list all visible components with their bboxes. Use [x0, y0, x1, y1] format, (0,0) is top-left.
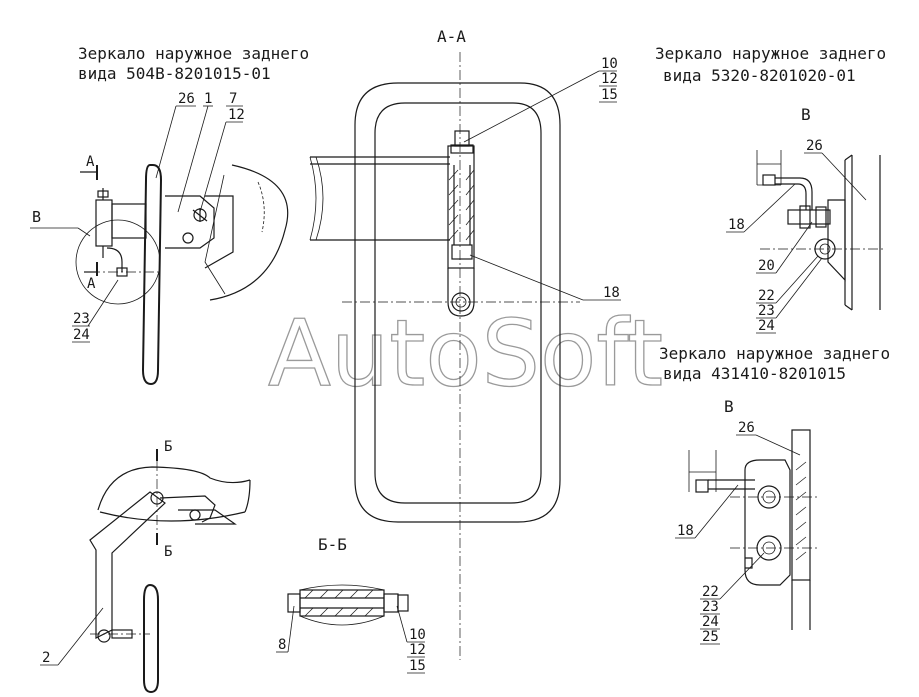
callout-7: 7: [229, 91, 237, 107]
title-right-top-line1: Зеркало наружное заднего: [655, 44, 886, 63]
callout-23-left: 23: [73, 311, 90, 327]
left-bottom-mirror: [143, 583, 159, 694]
section-bb-view: [287, 584, 409, 626]
section-aa-view: [309, 52, 580, 660]
callout-18-top: 18: [728, 217, 745, 233]
left-callouts: 26 1 7 12 23 24: [72, 91, 245, 343]
callout-10-aa: 10: [601, 56, 618, 72]
callout-18-mid: 18: [677, 523, 694, 539]
callout-23-top: 23: [758, 303, 775, 319]
callout-12-aa: 12: [601, 71, 618, 87]
bracket-arm-2: [89, 491, 166, 639]
view-b-top-callouts: 26 18 20 22 23 24: [726, 138, 867, 334]
callout-10-bb: 10: [409, 627, 426, 643]
view-b-mid-callouts: 26 18 22 23 24 25: [675, 420, 801, 645]
view-b-mid: [688, 429, 820, 630]
callout-12-left: 12: [228, 107, 245, 123]
detail-circle-b: [75, 219, 161, 305]
callout-24-mid: 24: [702, 614, 719, 630]
aa-mirror-inner: [374, 102, 542, 504]
callout-26-mid: 26: [738, 420, 755, 436]
cut-b-top: Б: [164, 439, 172, 455]
left-mirror-body: [141, 164, 163, 386]
title-right-mid-line1: Зеркало наружное заднего: [659, 344, 890, 363]
left-bracket-block: [111, 203, 147, 239]
callout-15-aa: 15: [601, 87, 618, 103]
view-label-b-left: В: [32, 208, 41, 226]
view-label-b-top: В: [801, 105, 811, 124]
left-mirror-assembly: А А В: [30, 154, 215, 386]
aa-mirror-outer: [354, 82, 561, 523]
left-cab-breakout: [204, 164, 289, 301]
callout-20-top: 20: [758, 258, 775, 274]
title-right-top-line2: вида 5320-8201020-01: [663, 66, 856, 85]
callout-8: 8: [278, 637, 286, 653]
section-label-bb: Б-Б: [318, 535, 347, 554]
section-label-aa: А-А: [437, 27, 466, 46]
callout-25-mid: 25: [702, 629, 719, 645]
cut-a-top: А: [86, 154, 95, 170]
callout-26-top: 26: [806, 138, 823, 154]
callout-26-left: 26: [178, 91, 195, 107]
callout-22-mid: 22: [702, 584, 719, 600]
callout-22-top: 22: [758, 288, 775, 304]
title-left-line2: вида 504В-8201015-01: [78, 64, 271, 83]
callout-15-bb: 15: [409, 658, 426, 674]
callout-18-aa: 18: [603, 285, 620, 301]
left-bracket-housing: [95, 199, 113, 247]
callout-12-bb: 12: [409, 642, 426, 658]
callout-2: 2: [42, 650, 50, 666]
view-label-b-mid: В: [724, 397, 734, 416]
title-right-mid-line2: вида 431410-8201015: [663, 364, 846, 383]
callout-24-left: 24: [73, 327, 90, 343]
callout-1: 1: [204, 91, 212, 107]
left-bottom-assembly: Б Б: [89, 439, 251, 694]
callout-24-top: 24: [758, 318, 775, 334]
callout-23-mid: 23: [702, 599, 719, 615]
cut-b-bottom: Б: [164, 544, 172, 560]
mid-bracket-plate: [744, 459, 791, 586]
cut-a-bottom: А: [87, 276, 96, 292]
view-b-top: [756, 150, 885, 311]
bb-callouts: 8 10 12 15: [276, 605, 426, 674]
aa-callouts: 10 12 15 18: [463, 56, 621, 301]
watermark: AutoSoft: [268, 300, 663, 407]
title-left-line1: Зеркало наружное заднего: [78, 44, 309, 63]
